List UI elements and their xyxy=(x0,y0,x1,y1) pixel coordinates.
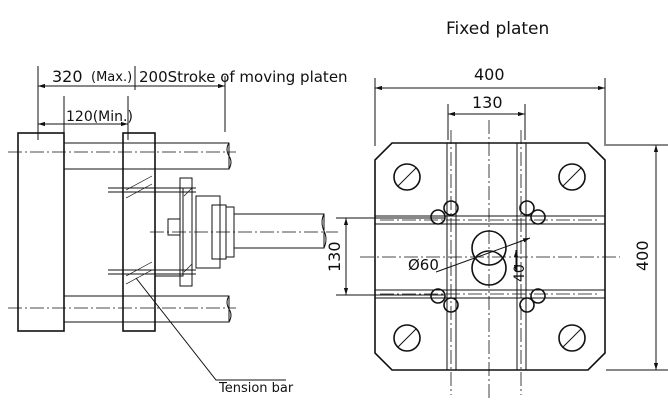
height-400-label: 400 xyxy=(633,240,652,271)
height-130-label: 130 xyxy=(325,241,344,272)
min-dimension-label: 120(Min.) xyxy=(66,109,133,125)
side-view: 320 (Max.) 200Stroke of moving platen 12… xyxy=(8,66,348,396)
max-dimension-label: 320 xyxy=(52,67,83,86)
diameter-label: Ø60 xyxy=(408,256,439,274)
stroke-label: 200Stroke of moving platen xyxy=(139,68,348,86)
tension-bar-label: Tension bar xyxy=(218,381,294,396)
corner-hole xyxy=(558,163,586,191)
front-view: 400 130 400 130 xyxy=(325,65,668,400)
corner-hole xyxy=(558,324,586,352)
central-locating-hole xyxy=(471,230,507,286)
drawing-title: Fixed platen xyxy=(446,19,549,39)
width-400-label: 400 xyxy=(474,65,505,84)
max-dimension-suffix: (Max.) xyxy=(91,70,132,85)
corner-hole xyxy=(393,163,421,191)
corner-hole xyxy=(393,324,421,352)
width-130-label: 130 xyxy=(472,93,503,112)
offset-40-label: 40 xyxy=(512,264,528,282)
